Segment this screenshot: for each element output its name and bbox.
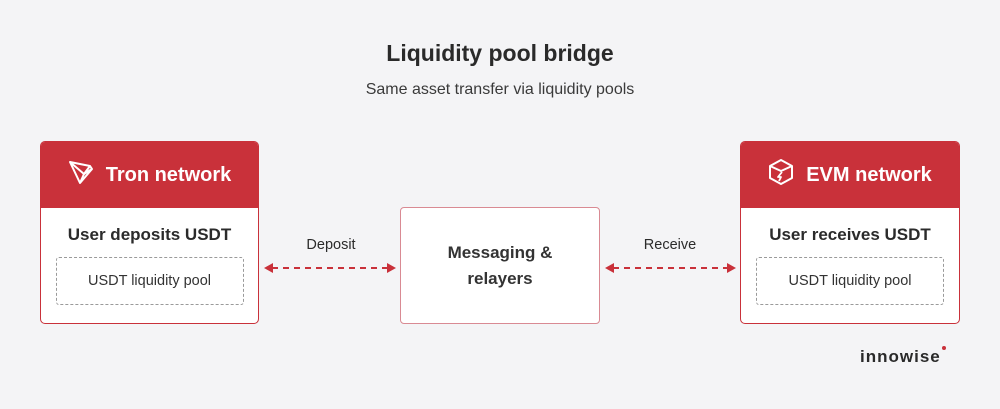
- deposit-label: Deposit: [306, 237, 356, 253]
- brand-name: innowise: [860, 347, 941, 366]
- tron-network-header: Tron network: [41, 142, 258, 208]
- evm-icon: [768, 159, 794, 191]
- tron-action-label: User deposits USDT: [67, 225, 232, 244]
- page-subtitle: Same asset transfer via liquidity pools: [365, 81, 635, 98]
- tron-liquidity-pool: USDT liquidity pool: [55, 257, 244, 305]
- messaging-relayers-box: Messaging & relayers: [400, 207, 600, 324]
- receive-label: Receive: [643, 237, 697, 253]
- evm-liquidity-pool: USDT liquidity pool: [756, 257, 944, 305]
- page-title: Liquidity pool bridge: [386, 40, 614, 66]
- deposit-arrow-icon: [264, 263, 396, 273]
- messaging-label: Messaging &: [447, 242, 553, 262]
- tron-network-title: Tron network: [105, 163, 232, 186]
- receive-arrow-icon: [605, 263, 736, 273]
- brand-dot-icon: [941, 346, 946, 350]
- innowise-logo: innowise: [860, 346, 946, 367]
- evm-action-label: User receives USDT: [769, 225, 931, 244]
- evm-network-header: EVM network: [741, 142, 959, 208]
- evm-network-title: EVM network: [806, 163, 932, 186]
- tron-network-card: Tron network User deposits USDT USDT liq…: [40, 141, 259, 324]
- evm-network-card: EVM network User receives USDT USDT liqu…: [740, 141, 960, 324]
- relayers-label: relayers: [467, 268, 533, 288]
- tron-icon: [68, 159, 94, 191]
